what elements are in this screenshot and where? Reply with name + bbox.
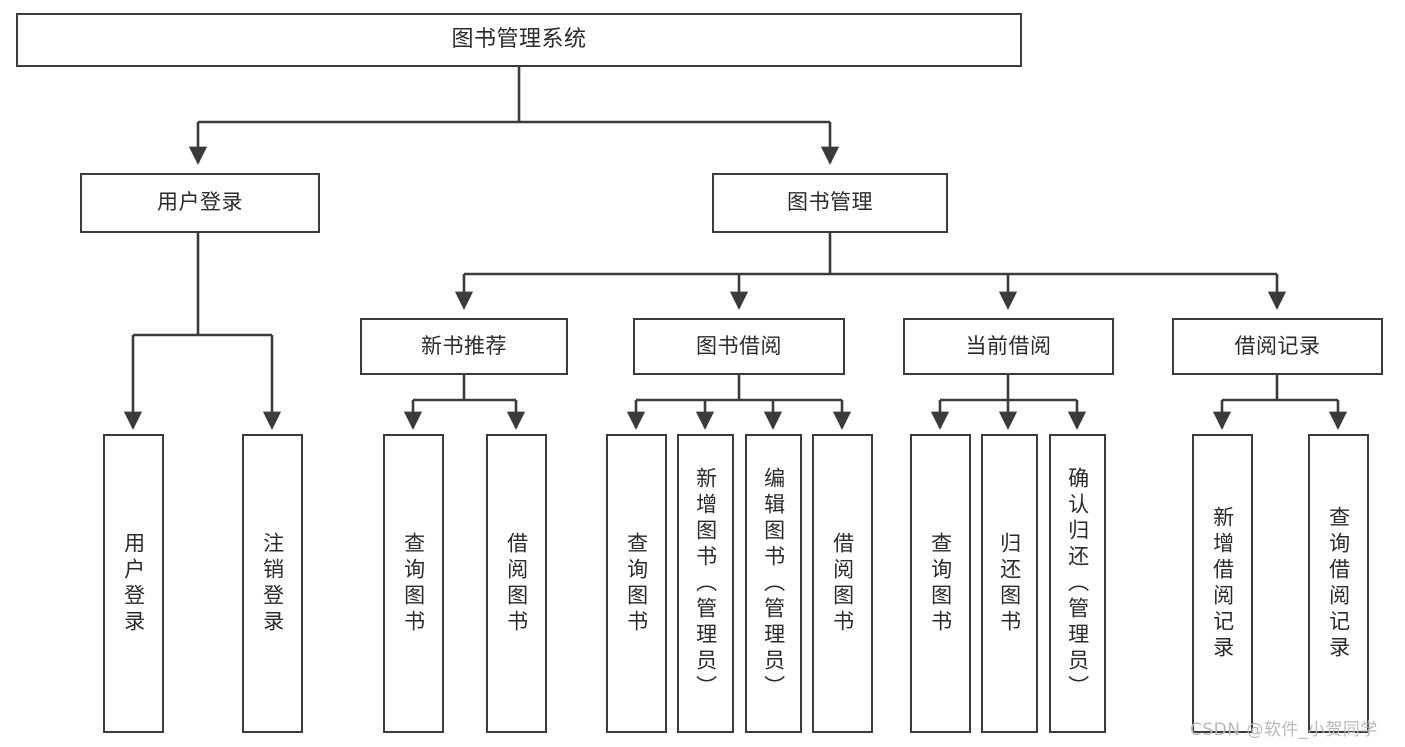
node-new-book-rec-label: 新书推荐 (421, 333, 507, 358)
leaf-add-record[interactable]: 新增借阅记录 (1192, 434, 1253, 733)
leaf-confirm-return-label: 确认归还（管理员） (1065, 466, 1090, 701)
node-root-label: 图书管理系统 (451, 26, 587, 52)
node-book-borrow[interactable]: 图书借阅 (633, 318, 845, 375)
node-book-borrow-label: 图书借阅 (696, 333, 782, 358)
leaf-logout-label: 注销登录 (260, 531, 285, 636)
leaf-logout[interactable]: 注销登录 (242, 434, 303, 733)
node-borrow-record-label: 借阅记录 (1234, 333, 1321, 358)
node-user-login-label: 用户登录 (157, 190, 243, 215)
leaf-borrow-book-1[interactable]: 借阅图书 (486, 434, 547, 733)
leaf-borrow-book-2-label: 借阅图书 (830, 531, 855, 636)
leaf-query-book-1-label: 查询图书 (401, 531, 426, 636)
leaf-edit-book[interactable]: 编辑图书（管理员） (745, 434, 802, 733)
leaf-confirm-return[interactable]: 确认归还（管理员） (1049, 434, 1106, 733)
leaf-borrow-book-1-label: 借阅图书 (504, 531, 529, 636)
node-root[interactable]: 图书管理系统 (16, 13, 1022, 67)
leaf-add-record-label: 新增借阅记录 (1210, 505, 1235, 662)
leaf-query-record-label: 查询借阅记录 (1326, 505, 1351, 662)
node-book-manage[interactable]: 图书管理 (712, 173, 948, 233)
leaf-edit-book-label: 编辑图书（管理员） (761, 466, 786, 701)
leaf-add-book[interactable]: 新增图书（管理员） (677, 434, 734, 733)
leaf-user-login[interactable]: 用户登录 (103, 434, 164, 733)
leaf-query-record[interactable]: 查询借阅记录 (1308, 434, 1369, 733)
node-book-manage-label: 图书管理 (787, 190, 873, 215)
leaf-query-book-2[interactable]: 查询图书 (606, 434, 667, 733)
node-new-book-rec[interactable]: 新书推荐 (360, 318, 568, 375)
node-current-borrow[interactable]: 当前借阅 (903, 318, 1114, 375)
leaf-query-book-3[interactable]: 查询图书 (910, 434, 971, 733)
leaf-user-login-label: 用户登录 (121, 531, 146, 636)
leaf-query-book-1[interactable]: 查询图书 (383, 434, 444, 733)
node-user-login[interactable]: 用户登录 (80, 173, 320, 233)
node-current-borrow-label: 当前借阅 (965, 333, 1052, 358)
leaf-add-book-label: 新增图书（管理员） (693, 466, 718, 701)
leaf-query-book-3-label: 查询图书 (928, 531, 953, 636)
leaf-query-book-2-label: 查询图书 (624, 531, 649, 636)
leaf-return-book-label: 归还图书 (997, 531, 1022, 636)
leaf-return-book[interactable]: 归还图书 (981, 434, 1038, 733)
node-borrow-record[interactable]: 借阅记录 (1172, 318, 1383, 375)
leaf-borrow-book-2[interactable]: 借阅图书 (812, 434, 873, 733)
